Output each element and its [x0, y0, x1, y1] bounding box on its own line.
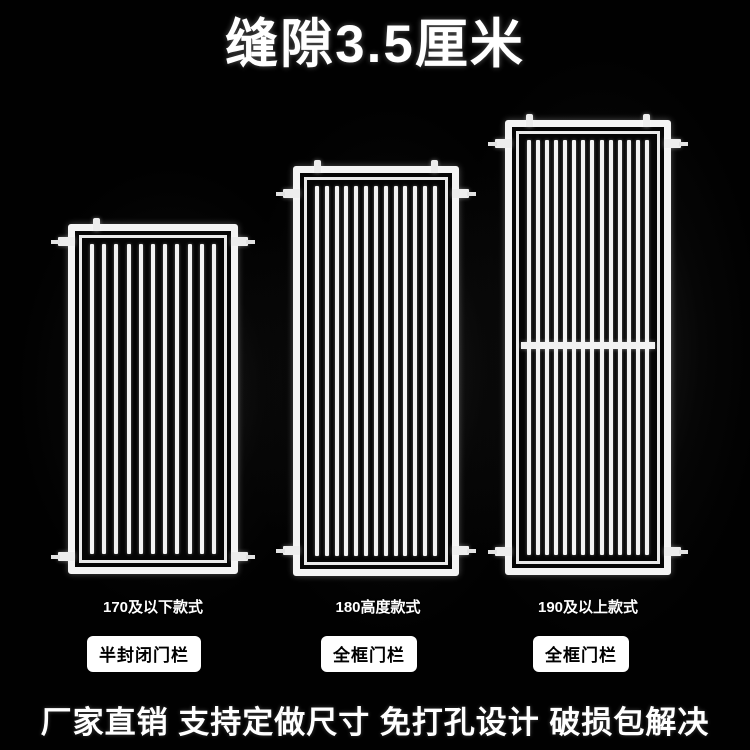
- mount-bracket-left-lower-icon: [51, 552, 75, 561]
- footer-slogan: 厂家直销 支持定做尺寸 免打孔设计 破损包解决: [40, 705, 710, 740]
- mount-bracket-left-lower-icon: [276, 546, 300, 555]
- gate-bars-170: [90, 244, 216, 554]
- gate-inner-frame: [516, 131, 660, 564]
- badge-gate-180: 全框门栏: [321, 636, 417, 672]
- top-knob-left-icon: [526, 114, 533, 127]
- badge-gate-190: 全框门栏: [533, 636, 629, 672]
- mount-bracket-right-icon: [664, 139, 688, 148]
- product-gate-180: [276, 160, 476, 576]
- top-knob-right-icon: [643, 114, 650, 127]
- top-knob-icon: [93, 218, 100, 231]
- caption-gate-190: 190及以上款式: [537, 599, 639, 616]
- mount-bracket-left-lower-icon: [488, 547, 512, 556]
- mount-bracket-left-icon: [276, 189, 300, 198]
- gate-inner-frame: [304, 177, 448, 565]
- gate-inner-frame: [79, 235, 227, 563]
- mount-bracket-left-icon: [488, 139, 512, 148]
- mount-bracket-right-lower-icon: [231, 552, 255, 561]
- mount-bracket-right-icon: [452, 189, 476, 198]
- mount-bracket-right-icon: [231, 237, 255, 246]
- middle-crossbar: [521, 342, 655, 349]
- gate-bars-180: [315, 186, 437, 556]
- product-gate-170: [51, 218, 255, 574]
- mount-bracket-right-lower-icon: [452, 546, 476, 555]
- badge-gate-170: 半封闭门栏: [87, 636, 201, 672]
- top-knob-left-icon: [314, 160, 321, 173]
- mount-bracket-left-icon: [51, 237, 75, 246]
- page-title: 缝隙3.5厘米: [225, 15, 525, 74]
- mount-bracket-right-lower-icon: [664, 547, 688, 556]
- product-gate-190: [488, 114, 688, 575]
- caption-gate-170: 170及以下款式: [102, 599, 204, 616]
- caption-gate-180: 180高度款式: [335, 599, 421, 616]
- top-knob-right-icon: [431, 160, 438, 173]
